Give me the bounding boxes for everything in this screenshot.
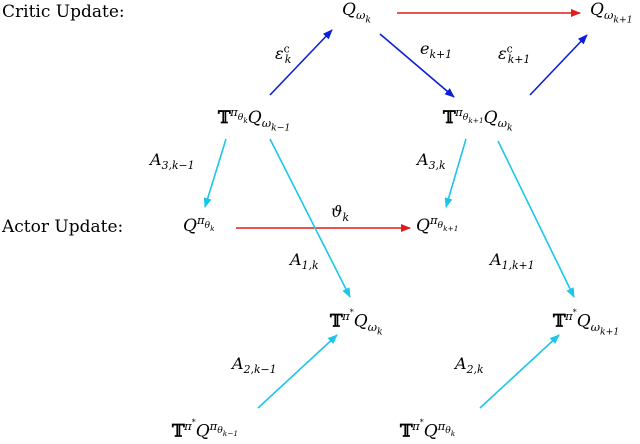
arrow-a1-k — [269, 138, 351, 298]
arrow-a3-k — [444, 138, 467, 208]
node-q-pi-k1: Qπθk+1 — [416, 213, 459, 236]
actor-update-label: Actor Update: — [2, 217, 124, 237]
arrow-e-k1 — [379, 33, 455, 98]
node-t-star-q-omega-k: 𝕋π*Qωk — [330, 308, 383, 338]
label-e-k1: ek+1 — [420, 39, 453, 62]
label-a2-k: A2,k — [455, 354, 484, 377]
arrow-a3-km1 — [203, 138, 227, 208]
node-t-star-q-pi-k: 𝕋π*Qπθk — [400, 418, 456, 442]
label-eps-k: εck — [275, 42, 292, 67]
label-a2-km1: A2,k−1 — [232, 354, 277, 377]
arrow-eps-k1 — [529, 34, 588, 96]
node-t-star-q-omega-k1: 𝕋π*Qωk+1 — [553, 308, 620, 338]
node-q-omega-k1: Qωk+1 — [590, 0, 633, 26]
label-a3-k: A3,k — [417, 150, 446, 173]
label-vartheta-k: ϑk — [331, 202, 350, 225]
critic-update-label: Critic Update: — [2, 2, 125, 22]
arrow-eps-k — [269, 29, 333, 96]
node-q-omega-k: Qωk — [342, 0, 371, 26]
label-a3-km1: A3,k−1 — [150, 150, 195, 173]
arrow-a2-km1 — [257, 334, 338, 409]
node-q-pi-k: Qπθk — [183, 213, 215, 236]
label-eps-k1: εck+1 — [498, 42, 531, 67]
node-t-pi-k1-q-omega-k: 𝕋πθk+1Qωk — [443, 105, 513, 134]
node-t-star-q-pi-km1: 𝕋π*Qπθk−1 — [172, 418, 239, 442]
node-t-pi-k-q-omega-km1: 𝕋πθkQωk−1 — [218, 105, 291, 134]
label-a1-k1: A1,k+1 — [490, 250, 535, 273]
label-a1-k: A1,k — [290, 250, 319, 273]
arrow-a2-k — [479, 334, 560, 409]
arrow-a1-k1 — [497, 140, 575, 298]
